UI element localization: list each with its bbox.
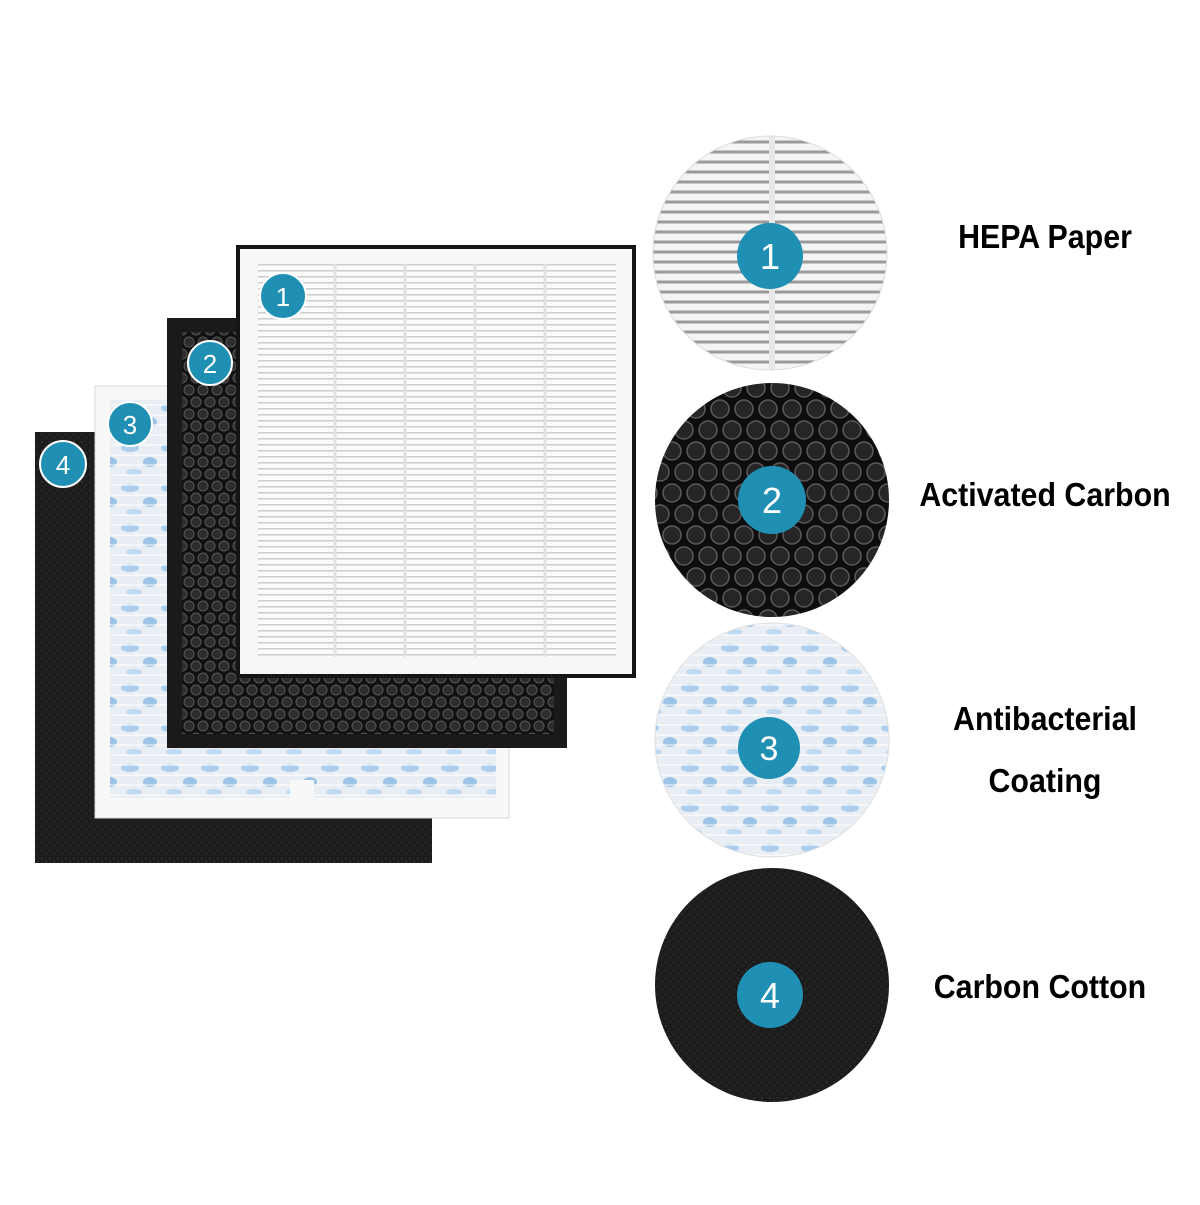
- stack-badge-4: 4: [39, 440, 87, 488]
- stack-badge-2: 2: [187, 340, 233, 386]
- label-activated-carbon: Activated Carbon: [919, 476, 1171, 513]
- circle-badge-number: 4: [760, 975, 780, 1016]
- circle-badge-number: 1: [760, 236, 780, 277]
- circle-badge-number: 3: [760, 730, 779, 768]
- detail-circle-antibacterial: 3: [654, 622, 890, 858]
- badge-number: 1: [276, 282, 290, 312]
- label-antibacterial-line2: Coating: [988, 762, 1102, 799]
- label-hepa-paper: HEPA Paper: [958, 218, 1132, 255]
- badge-number: 2: [203, 349, 217, 379]
- label-carbon-cotton: Carbon Cotton: [933, 968, 1147, 1005]
- circle-badge-number: 2: [762, 480, 782, 521]
- badge-number: 4: [56, 450, 70, 480]
- stack-badge-1: 1: [259, 272, 307, 320]
- hepa-paper-filter: [236, 245, 636, 678]
- label-antibacterial-line1: Antibacterial: [953, 700, 1137, 737]
- detail-circle-hepa: 1: [652, 135, 888, 371]
- detail-circle-carbon: 2: [655, 383, 889, 617]
- badge-number: 3: [123, 410, 137, 440]
- detail-circle-carbon-cotton: 4: [655, 868, 889, 1102]
- stack-badge-3: 3: [107, 401, 153, 447]
